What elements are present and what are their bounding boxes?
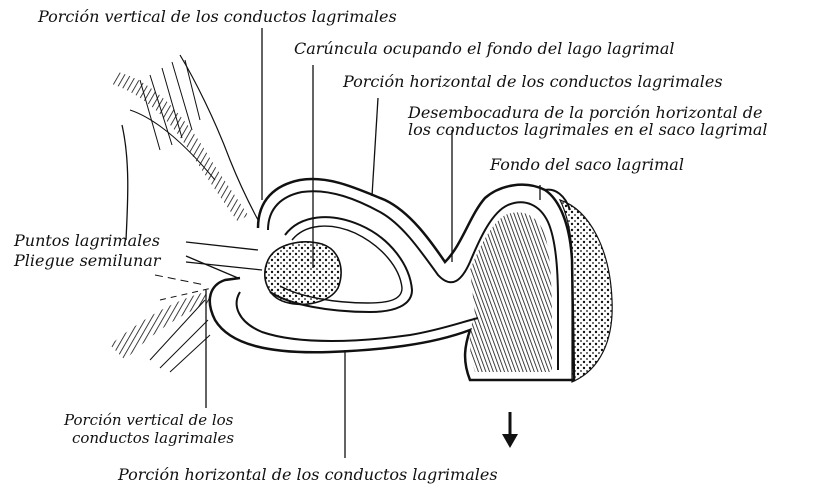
label-vertical-bottom-2: conductos lagrimales — [72, 430, 234, 447]
label-fondo-saco: Fondo del saco lagrimal — [490, 156, 684, 173]
caruncula-shape — [265, 242, 341, 304]
label-vertical-bottom-1: Porción vertical de los — [64, 412, 233, 429]
pointer-puntos-1 — [186, 242, 258, 250]
label-horizontal-top: Porción horizontal de los conductos lagr… — [343, 73, 723, 90]
label-horizontal-bottom: Porción horizontal de los conductos lagr… — [118, 466, 498, 483]
label-caruncula: Carúncula ocupando el fondo del lago lag… — [294, 40, 675, 57]
label-vertical-top: Porción vertical de los conductos lagrim… — [38, 8, 397, 25]
label-desembocadura-1: Desembocadura de la porción horizontal d… — [408, 104, 762, 121]
label-desembocadura-2: los conductos lagrimales en el saco lagr… — [408, 121, 768, 138]
lacrimal-sac-shading — [470, 190, 612, 382]
upper-eyelid-hatching — [112, 55, 258, 240]
label-pliegue: Pliegue semilunar — [14, 252, 160, 269]
down-arrow-icon — [502, 412, 518, 448]
lower-eyelid-hatching — [110, 275, 212, 372]
pointer-horizontal-top — [372, 98, 378, 196]
label-puntos: Puntos lagrimales — [14, 232, 160, 249]
pointer-pliegue — [186, 262, 262, 270]
